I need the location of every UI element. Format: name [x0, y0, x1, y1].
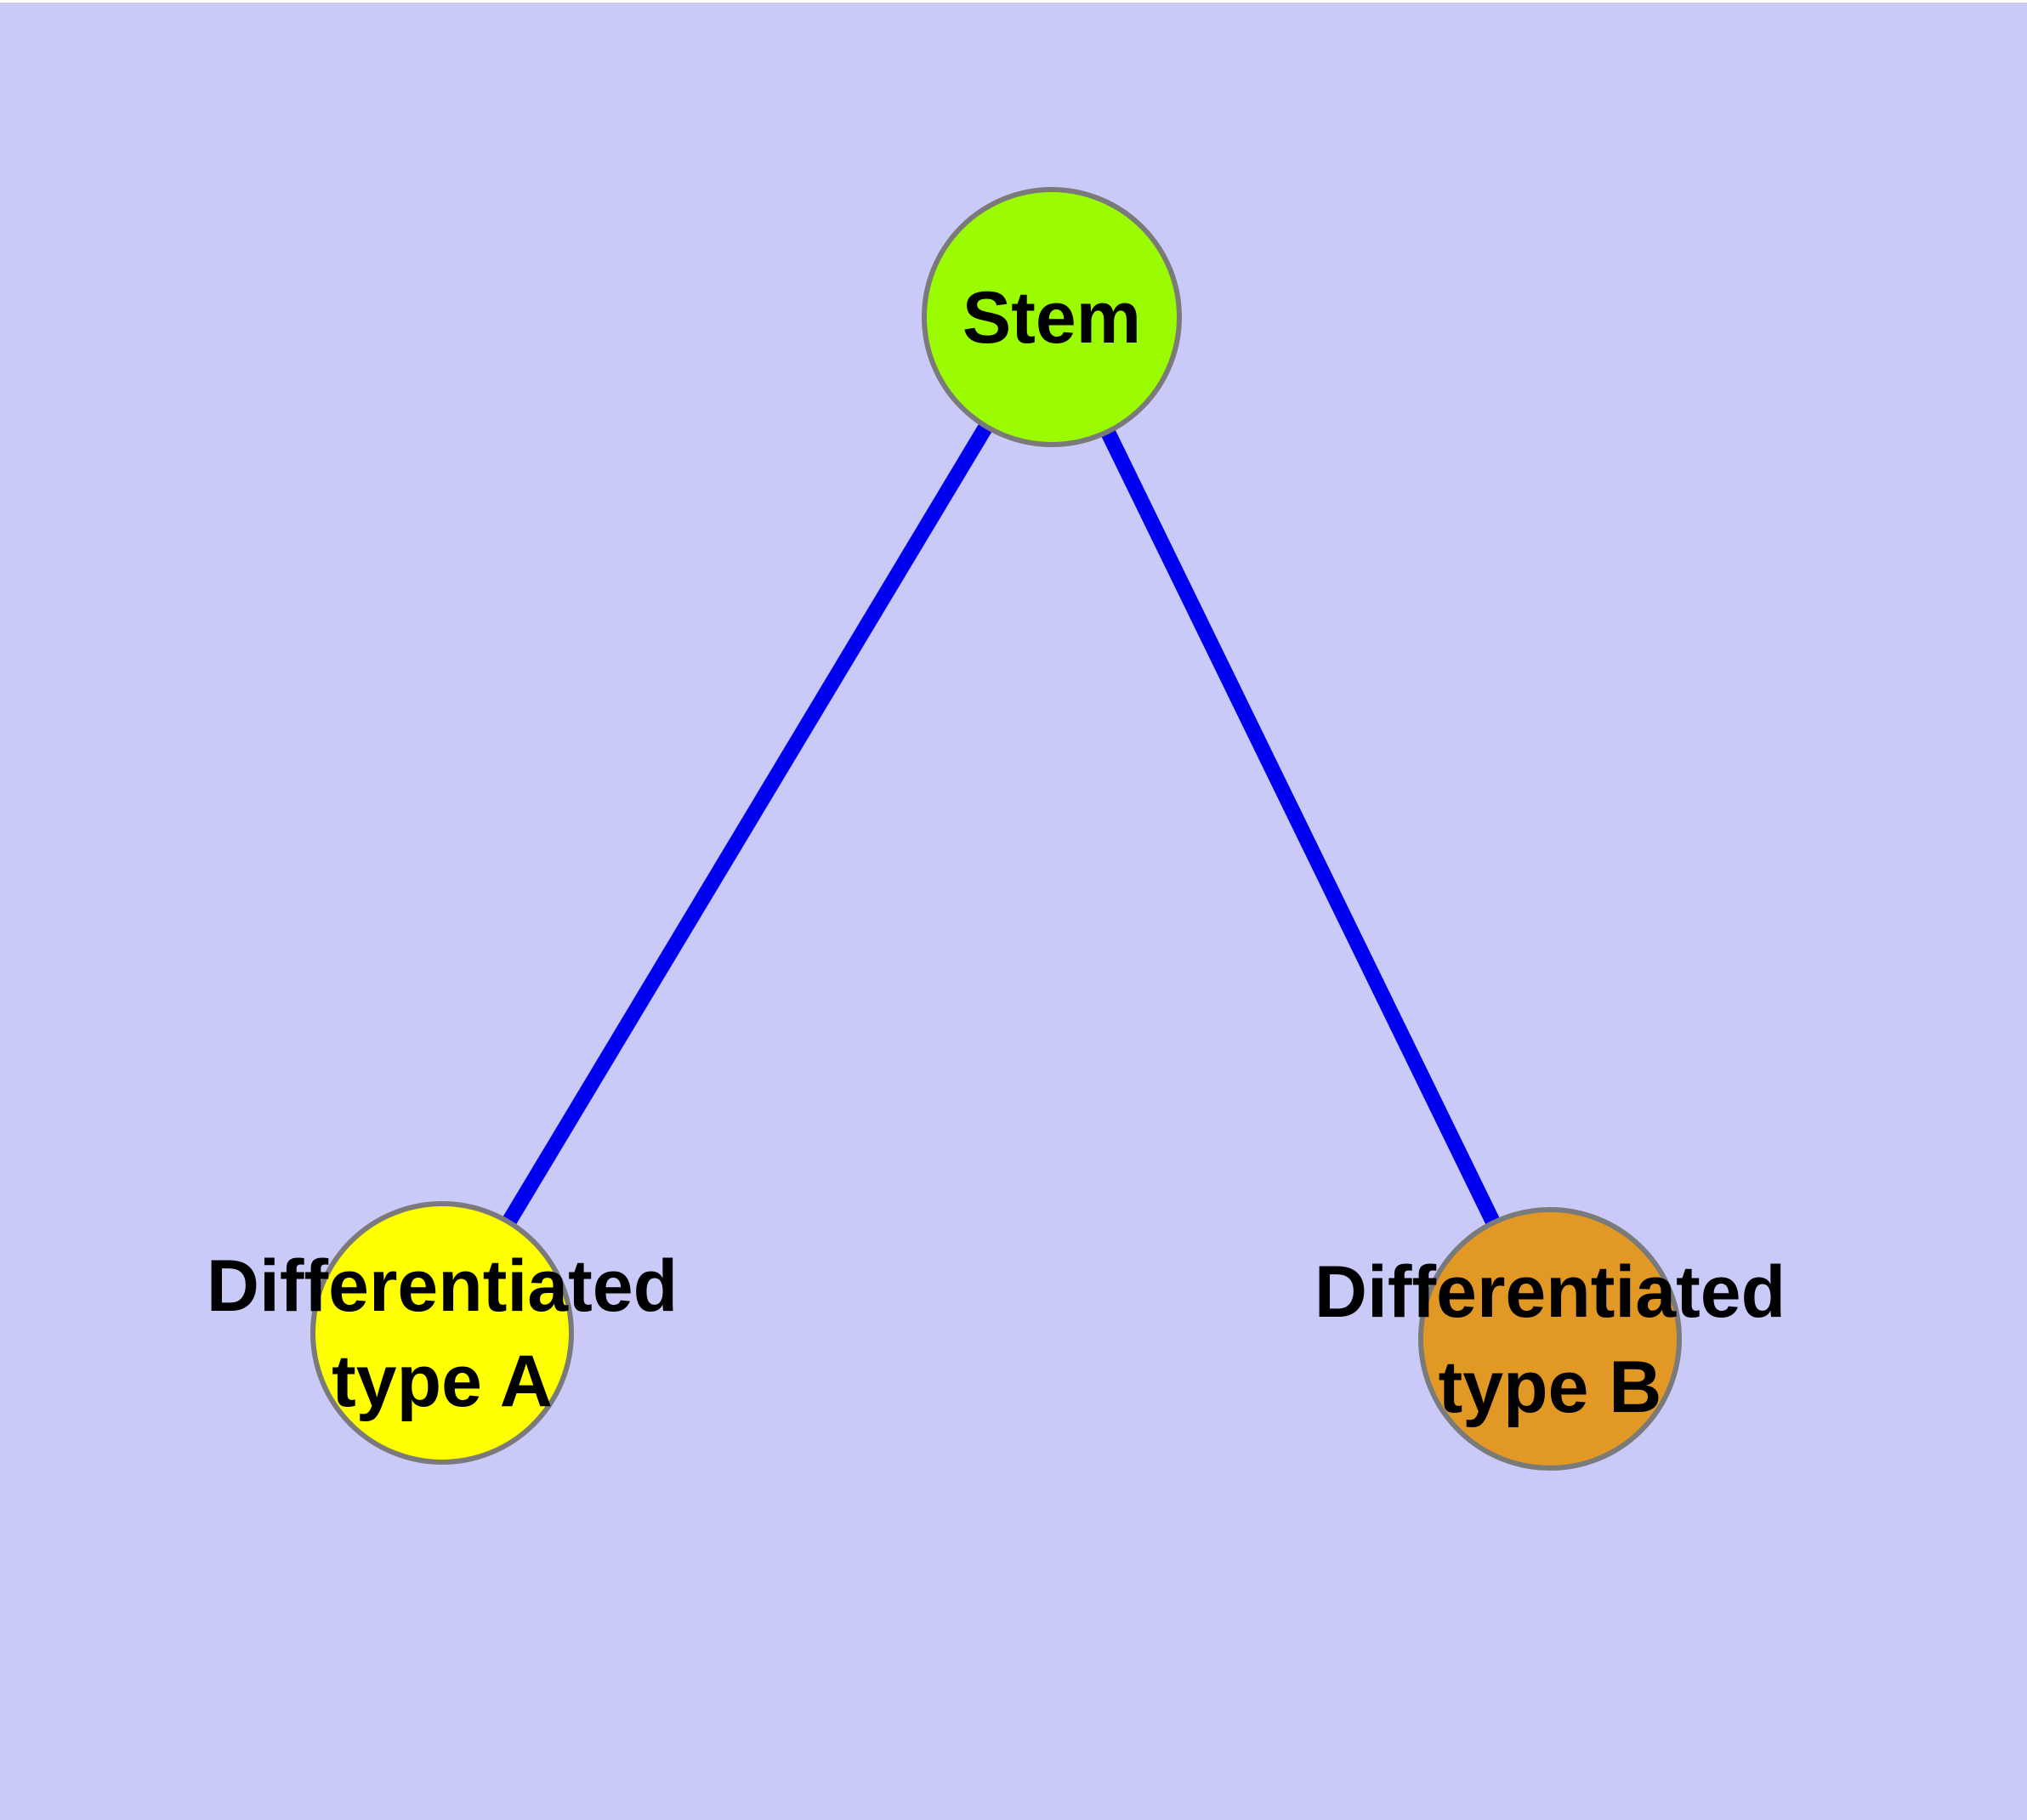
edge-stem-differentiated-type-a [435, 313, 1059, 1337]
node-stem: Stem [922, 187, 1182, 447]
node-differentiated-type-b-circle [1418, 1207, 1682, 1471]
node-differentiated-type-a-circle [310, 1201, 574, 1465]
edge-stem-differentiated-type-b [1044, 314, 1558, 1342]
node-stem-circle [922, 187, 1182, 447]
